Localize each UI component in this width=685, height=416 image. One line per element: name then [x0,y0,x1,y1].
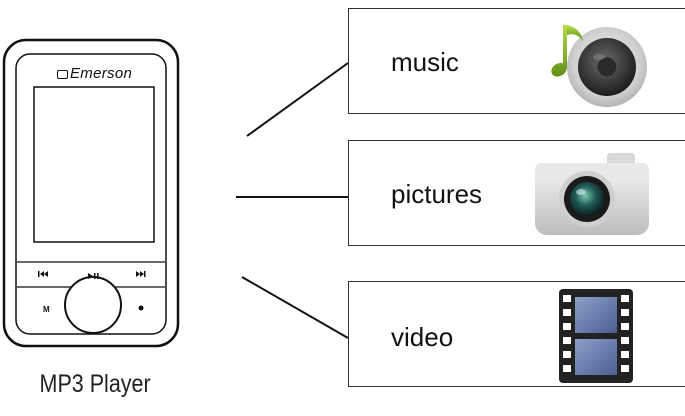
next-track-icon [136,271,146,277]
connector-video [241,276,349,339]
feature-card-video: video [348,281,685,387]
connector-music [246,62,349,137]
dot-button [138,305,144,311]
play-pause-button [64,276,122,334]
device-caption: MP3 Player [39,370,151,398]
film-strip-icon [559,289,633,383]
prev-track-icon [38,271,48,277]
mp3-player-illustration: M [2,38,180,348]
feature-card-pictures: pictures [348,140,685,246]
feature-label-pictures: pictures [391,179,483,209]
feature-label-music: music [391,47,459,77]
play-pause-icon [88,273,99,279]
brand-logo-icon [57,70,68,79]
device-brand: Emerson [57,65,132,82]
menu-button-label: M [43,305,50,314]
speaker-music-note-icon [551,25,647,107]
brand-name: Emerson [70,65,133,82]
player-screen [33,86,155,243]
feature-card-music: music [348,8,685,114]
camera-icon [535,153,649,235]
feature-label-video: video [391,322,454,352]
